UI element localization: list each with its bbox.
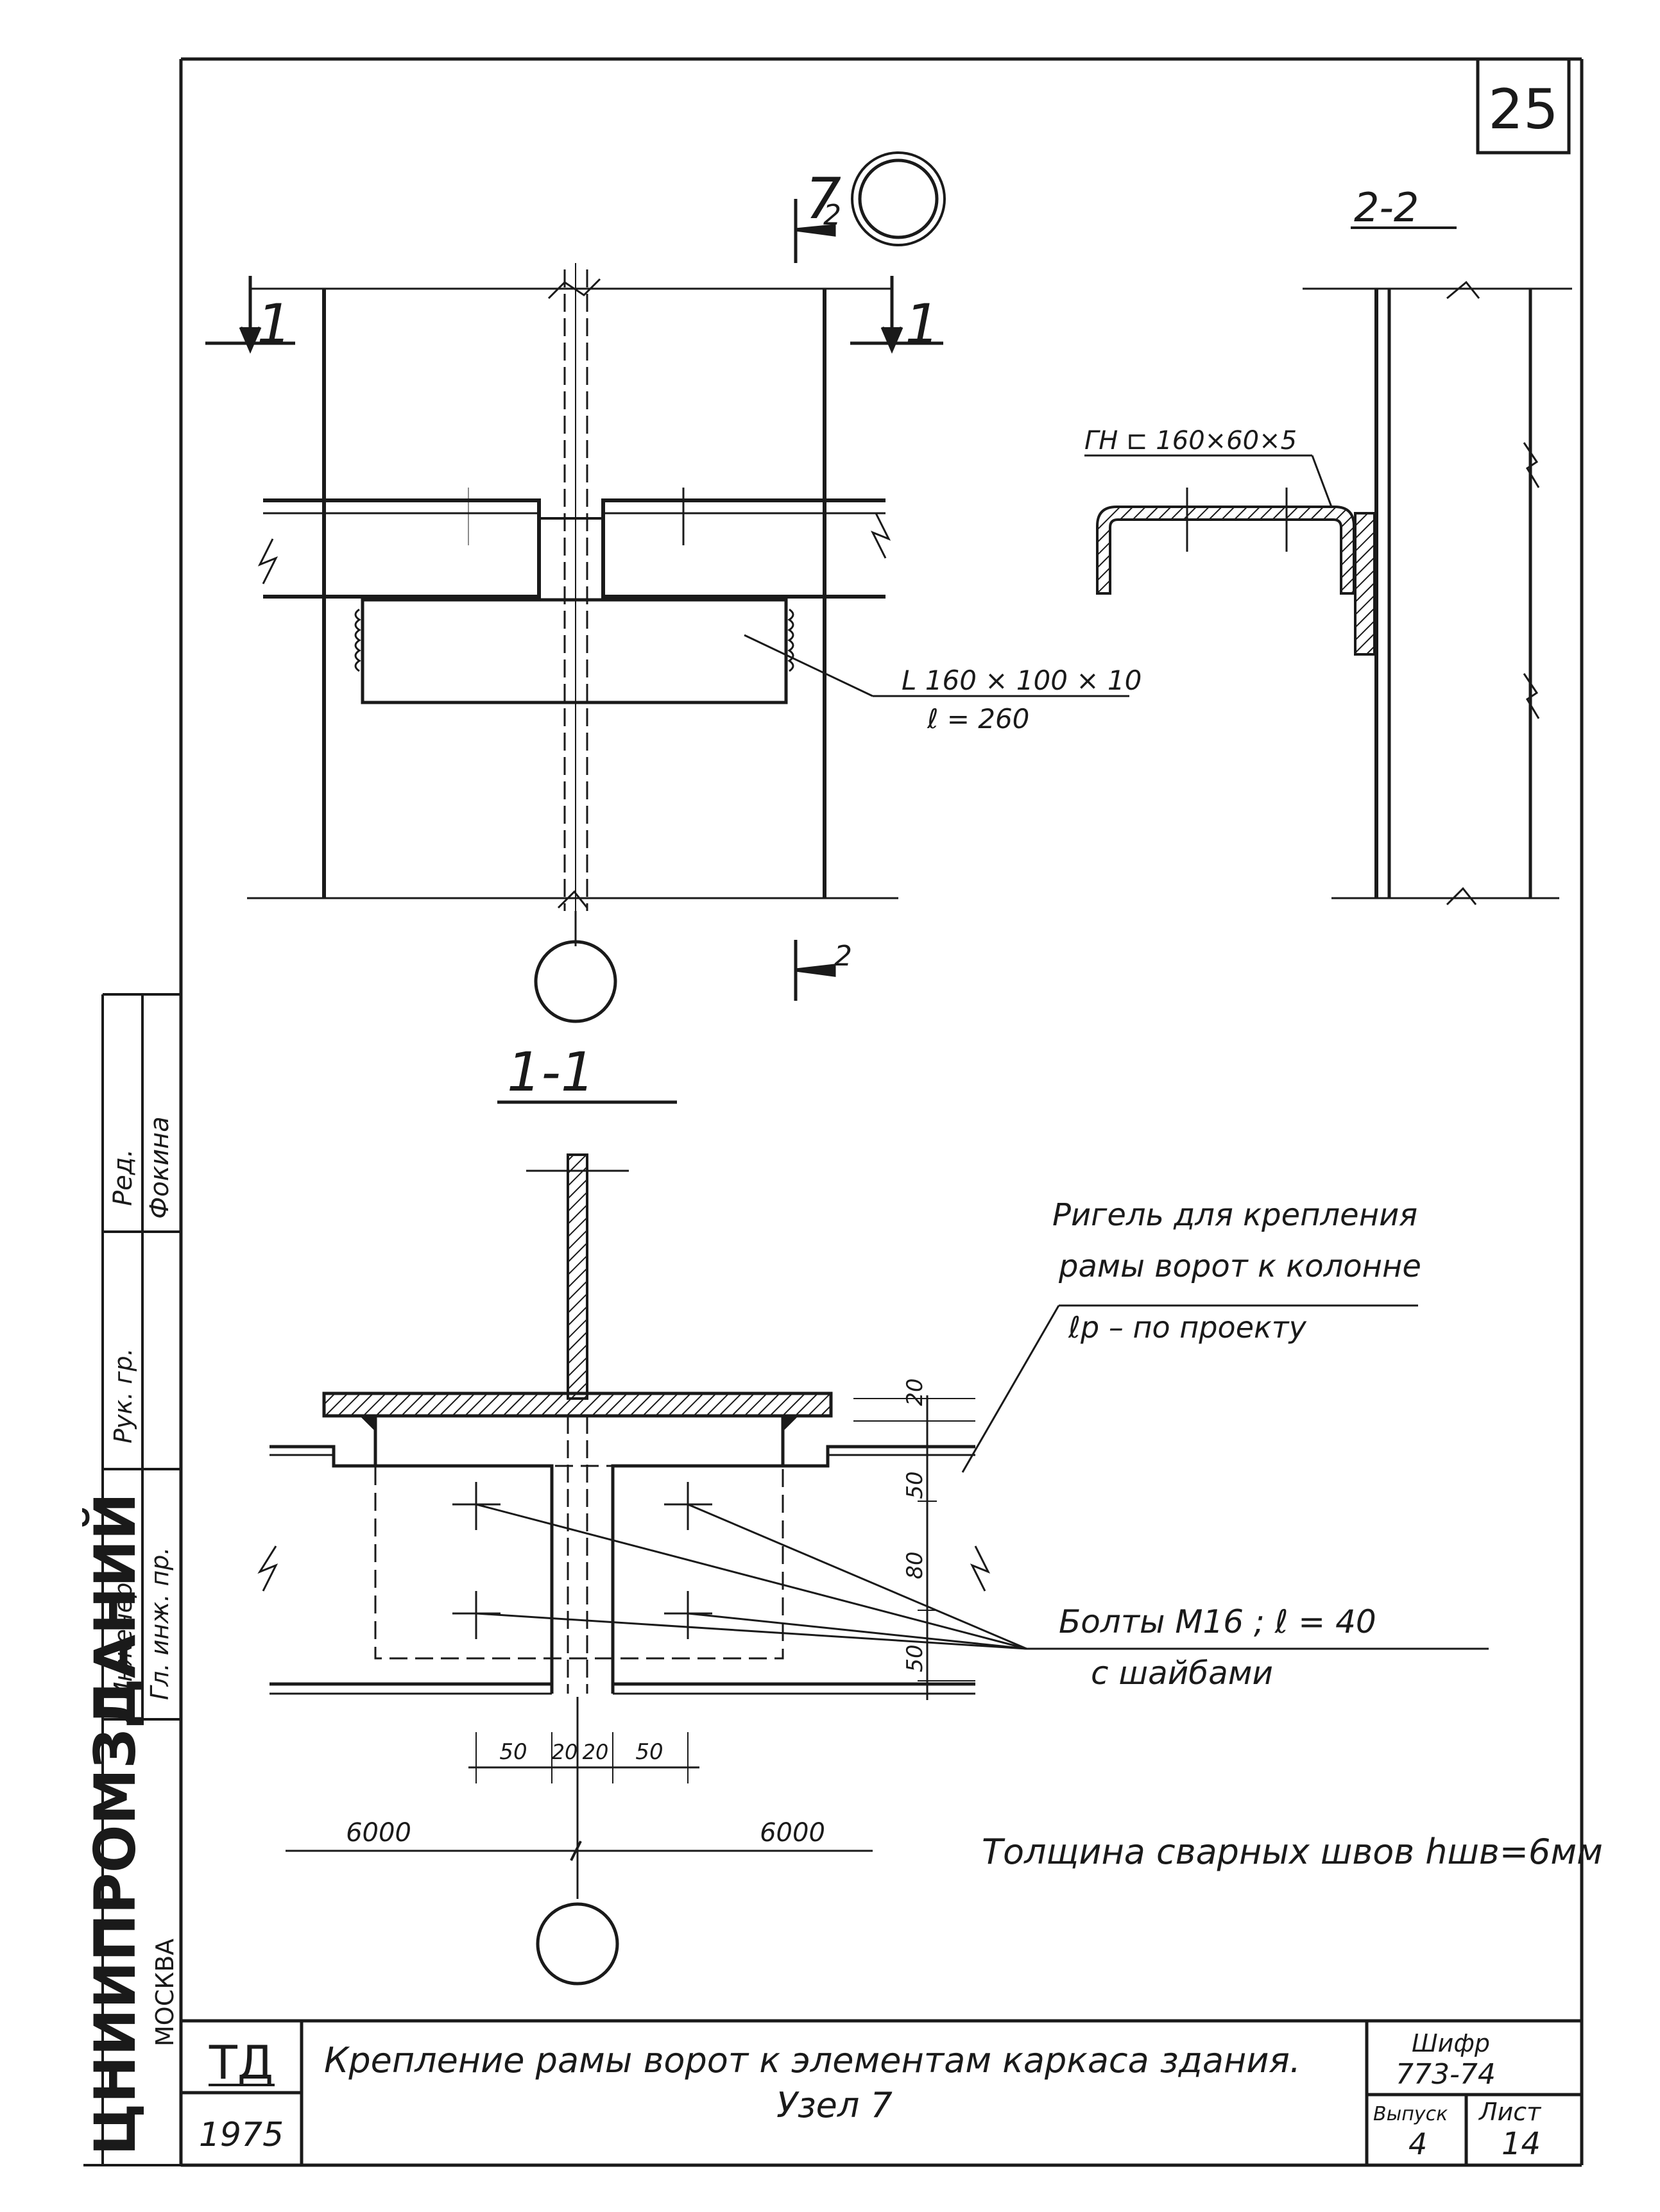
section-cut-1-marks — [205, 276, 943, 354]
span-left: 6000 — [346, 1818, 411, 1848]
node-circle-outer — [851, 151, 946, 246]
dim-h-3: 20 — [583, 1740, 609, 1764]
sheet-frame — [179, 57, 1584, 2167]
node-circle — [858, 158, 939, 239]
dim-h-2: 20 — [552, 1740, 578, 1764]
dim-v-2: 50 — [902, 1471, 928, 1499]
tb-code: ТД — [209, 2036, 273, 2089]
node-number: 7 — [805, 166, 841, 232]
page-number-box: 25 — [1476, 59, 1571, 155]
tb-cipher-value: 773-74 — [1396, 2058, 1496, 2091]
tb-issue-value: 4 — [1408, 2127, 1427, 2161]
node-7-view — [247, 151, 1129, 1023]
stamp-role-2: Рук. гр. — [109, 1348, 137, 1443]
cut-2-bottom-label: 2 — [834, 940, 852, 973]
angle-length-label: ℓ = 260 — [927, 703, 1029, 735]
tb-year: 1975 — [199, 2116, 284, 2154]
tb-sheet-label: Лист — [1478, 2098, 1542, 2126]
bolts-label-line2: с шайбами — [1091, 1655, 1273, 1692]
stamp-org: ЦНИИПРОМЗДАНИЙ — [82, 1493, 148, 2156]
span-right: 6000 — [760, 1818, 825, 1848]
side-stamp-text: Ред. Фокина Рук. гр. Инженер Гл. инж. пр… — [82, 1116, 179, 2156]
section-1-1-view — [257, 1153, 1489, 1986]
section-1-1-title: 1-1 — [507, 1041, 595, 1103]
section-2-2-view — [1084, 226, 1572, 906]
crossbar-label-line1: Ригель для крепления — [1052, 1197, 1417, 1233]
crossbar-label-line3: ℓр – по проекту — [1068, 1310, 1307, 1345]
angle-profile-label: L 160 × 100 × 10 — [902, 665, 1142, 696]
title-block — [181, 2019, 1582, 2165]
tb-issue-label: Выпуск — [1373, 2103, 1448, 2125]
side-stamp — [83, 993, 181, 2166]
section-cut-2-marks — [794, 199, 836, 1001]
weld-note: Толщина сварных швов hшв=6мм — [982, 1832, 1603, 1872]
stamp-city: МОСКВА — [151, 1939, 179, 2046]
section-2-2-title: 2-2 — [1354, 184, 1419, 231]
dim-v-4: 50 — [902, 1644, 928, 1672]
cut-1-left-label: 1 — [257, 293, 292, 357]
bolts-label-line1: Болты М16 ; ℓ = 40 — [1059, 1603, 1376, 1640]
tb-cipher-label: Шифр — [1412, 2029, 1490, 2057]
dim-h-4: 50 — [635, 1739, 663, 1765]
tb-sheet-value: 14 — [1502, 2126, 1541, 2162]
dim-v-3: 80 — [902, 1551, 928, 1579]
stamp-role-3: Ред. — [108, 1149, 138, 1206]
dim-h-1: 50 — [499, 1739, 527, 1765]
page-number: 25 — [1488, 78, 1558, 142]
stamp-role-4: Гл. инж. пр. — [146, 1547, 174, 1700]
tb-title-line2: Узел 7 — [776, 2085, 893, 2125]
cut-2-top-label: 2 — [823, 199, 841, 232]
stamp-name-3: Фокина — [145, 1116, 175, 1219]
dim-v-1: 20 — [902, 1378, 928, 1406]
crossbar-label-line2: рамы ворот к колонне — [1058, 1248, 1421, 1284]
tb-title-line1: Крепление рамы ворот к элементам каркаса… — [324, 2040, 1301, 2080]
cut-1-right-label: 1 — [905, 293, 940, 357]
channel-label: ГН ⊏ 160×60×5 — [1084, 426, 1297, 455]
stamp-role-5: Инженер — [109, 1583, 137, 1700]
